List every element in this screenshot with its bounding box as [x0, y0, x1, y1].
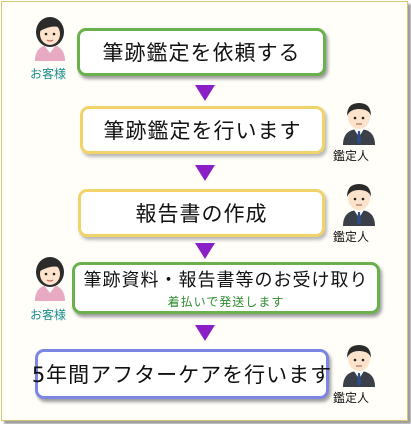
appraiser-avatar-icon [343, 184, 375, 226]
customer-label: お客様 [30, 308, 67, 322]
down-arrow-icon [195, 243, 215, 259]
down-arrow-icon [195, 85, 215, 101]
step-perform-appraisal: 筆跡鑑定を行います [80, 106, 325, 154]
appraiser-label: 鑑定人 [333, 391, 370, 405]
step-label: 筆跡鑑定を依頼する [102, 41, 301, 65]
step-request-appraisal: 筆跡鑑定を依頼する [77, 28, 326, 76]
step-label: 5年間アフターケアを行います [31, 363, 333, 387]
appraiser-label: 鑑定人 [333, 149, 370, 163]
customer-avatar-icon [35, 17, 65, 61]
customer-label: お客様 [30, 67, 67, 81]
step-label: 報告書の作成 [135, 202, 268, 226]
down-arrow-icon [195, 325, 215, 341]
step-label: 筆跡鑑定を行います [103, 119, 302, 143]
appraiser-avatar-icon [343, 345, 375, 387]
step-create-report: 報告書の作成 [78, 189, 325, 237]
customer-avatar-icon [35, 257, 65, 301]
down-arrow-icon [195, 165, 215, 181]
step-after-care: 5年間アフターケアを行います [31, 349, 333, 399]
step-receive-materials: 筆跡資料・報告書等のお受け取り 着払いで発送します [72, 262, 380, 314]
step-sublabel: 着払いで発送します [167, 295, 285, 309]
appraiser-label: 鑑定人 [333, 230, 370, 244]
step-label: 筆跡資料・報告書等のお受け取り [83, 270, 369, 291]
appraiser-avatar-icon [343, 103, 375, 145]
